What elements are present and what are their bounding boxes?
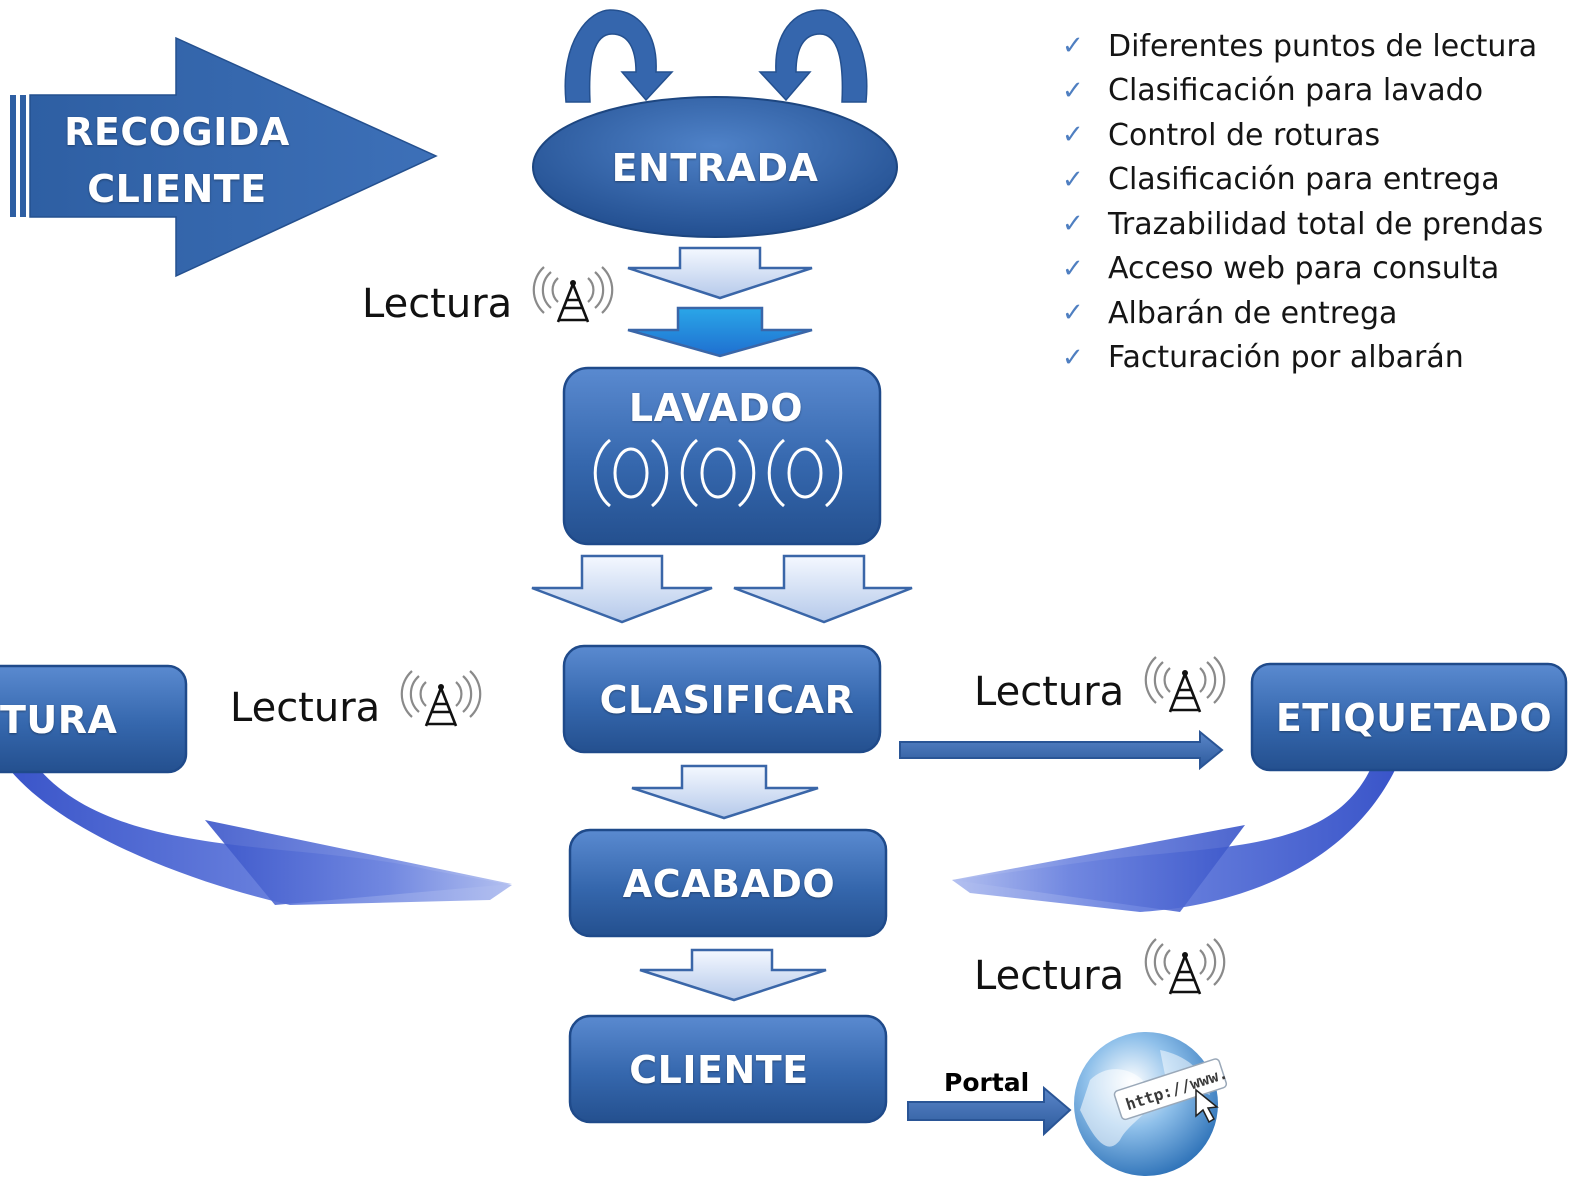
lectura-label-cliente: Lectura xyxy=(974,953,1125,999)
lavado-node xyxy=(562,366,882,546)
list-item: ✓ Trazabilidad total de prendas xyxy=(1062,202,1543,247)
check-icon: ✓ xyxy=(1062,31,1084,62)
feature-text: Acceso web para consulta xyxy=(1108,251,1500,287)
sweep-arrow-left-head xyxy=(205,820,512,905)
list-item: ✓ Clasificación para entrega xyxy=(1062,158,1543,203)
recogida-label: RECOGIDA CLIENTE xyxy=(64,110,290,211)
reading-tower-icon xyxy=(400,669,482,728)
portal-arrow xyxy=(907,1085,1072,1137)
lectura-label-left: Lectura xyxy=(230,685,381,731)
lectura-label-entrada: Lectura xyxy=(362,281,513,327)
cliente-node xyxy=(568,1014,888,1124)
globe-icon: http://www. xyxy=(1074,1032,1230,1176)
list-item: ✓ Control de roturas xyxy=(1062,113,1543,158)
entrada-node xyxy=(532,96,898,238)
down-arrow-1 xyxy=(627,246,813,300)
acabado-label: ACABADO xyxy=(622,862,836,906)
list-item: ✓ Facturación por albarán xyxy=(1062,336,1543,381)
check-icon: ✓ xyxy=(1062,120,1084,151)
reading-tower-icon xyxy=(1144,655,1226,714)
check-icon: ✓ xyxy=(1062,164,1084,195)
entrada-label: ENTRADA xyxy=(611,146,819,190)
etiquetado-node xyxy=(1250,662,1568,772)
clasificar-label: CLASIFICAR xyxy=(599,678,855,722)
check-icon: ✓ xyxy=(1062,75,1084,106)
recogida-arrow xyxy=(10,36,438,278)
right-arrow-etiquetado xyxy=(899,729,1224,771)
feature-text: Facturación por albarán xyxy=(1108,340,1464,376)
list-item: ✓ Clasificación para lavado xyxy=(1062,69,1543,114)
down-arrow-5 xyxy=(631,764,819,820)
check-icon: ✓ xyxy=(1062,298,1084,329)
feature-text: Albarán de entrega xyxy=(1108,295,1398,331)
feature-checklist: ✓ Diferentes puntos de lectura ✓ Clasifica… xyxy=(1062,24,1543,380)
loop-arrow-left xyxy=(564,9,674,103)
down-arrow-2 xyxy=(627,306,813,358)
list-item: ✓ Diferentes puntos de lectura xyxy=(1062,24,1543,69)
list-item: ✓ Acceso web para consulta xyxy=(1062,247,1543,292)
lavado-label: LAVADO xyxy=(628,386,804,430)
lectura-label-etiquetado: Lectura xyxy=(974,669,1125,715)
check-icon: ✓ xyxy=(1062,253,1084,284)
down-arrow-6 xyxy=(639,948,827,1002)
check-icon: ✓ xyxy=(1062,209,1084,240)
feature-text: Diferentes puntos de lectura xyxy=(1108,28,1538,64)
feature-text: Trazabilidad total de prendas xyxy=(1108,206,1544,242)
feature-text: Clasificación para entrega xyxy=(1108,162,1500,198)
reading-tower-icon xyxy=(1144,937,1226,996)
reading-tower-icon xyxy=(532,265,614,324)
portal-label: Portal xyxy=(944,1068,1030,1097)
sweep-arrow-right-head xyxy=(952,825,1245,912)
left-partial-node xyxy=(0,664,188,774)
left-partial-label: TURA xyxy=(0,698,118,742)
loop-arrow-right xyxy=(758,9,868,103)
check-icon: ✓ xyxy=(1062,342,1084,373)
etiquetado-label: ETIQUETADO xyxy=(1275,696,1553,740)
acabado-node xyxy=(568,828,888,938)
list-item: ✓ Albarán de entrega xyxy=(1062,291,1543,336)
washing-machine-icons xyxy=(593,438,843,508)
down-arrow-3 xyxy=(531,554,713,624)
down-arrow-4 xyxy=(733,554,913,624)
feature-text: Control de roturas xyxy=(1108,117,1381,153)
clasificar-node xyxy=(562,644,882,754)
feature-text: Clasificación para lavado xyxy=(1108,73,1484,109)
cliente-label: CLIENTE xyxy=(629,1048,809,1092)
